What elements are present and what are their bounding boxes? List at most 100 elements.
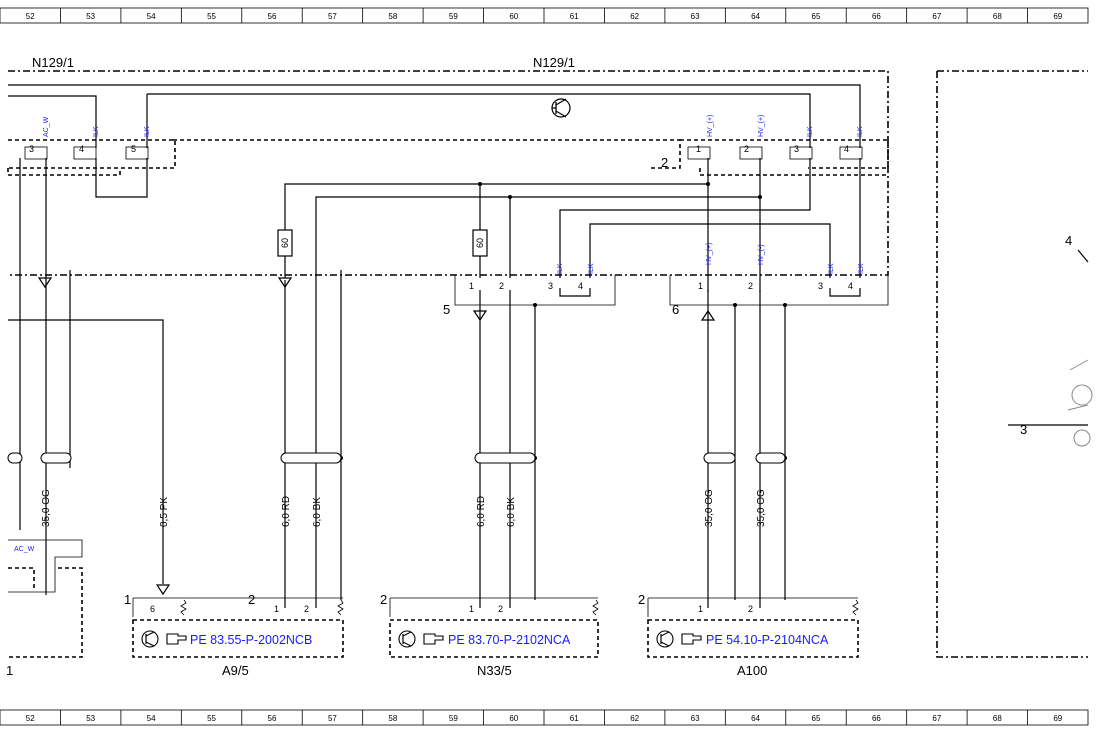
ruler-number: 69	[1053, 12, 1062, 21]
ruler-number: 54	[147, 12, 156, 21]
ruler-number: 69	[1053, 714, 1062, 723]
pin-label: 5	[131, 144, 136, 154]
reference-link-a9-5[interactable]: PE 83.55-P-2002NCB	[190, 633, 312, 647]
pin-label: 1	[698, 604, 703, 614]
fuse-2	[472, 229, 488, 257]
wire-label: 6,0 BK	[312, 497, 323, 527]
component-a100[interactable]	[647, 597, 859, 658]
ruler-number: 64	[751, 714, 760, 723]
ruler-number: 61	[570, 714, 579, 723]
ruler-number: 58	[388, 12, 397, 21]
ruler-number: 53	[86, 12, 95, 21]
pin-label: 1	[698, 281, 703, 291]
signal-label: ILK	[588, 263, 595, 274]
fuse-value: 60	[280, 238, 290, 248]
component-label-n33-5: N33/5	[477, 663, 512, 678]
wire-label: 35,0 OG	[41, 489, 52, 527]
ruler-number: 64	[751, 12, 760, 21]
signal-label: HV_(-)	[758, 244, 765, 265]
ruler-number: 61	[570, 12, 579, 21]
signal-label: ILK	[857, 126, 864, 137]
left-edge-number: 1	[6, 663, 13, 678]
ruler-number: 55	[207, 12, 216, 21]
pin-label: 3	[29, 144, 34, 154]
connector-label: 2	[638, 592, 645, 607]
ruler-number: 59	[449, 714, 458, 723]
pointing-hand-icon	[681, 633, 702, 645]
pointing-hand-icon	[423, 633, 444, 645]
ruler-number: 52	[26, 12, 35, 21]
pin-label: 2	[744, 144, 749, 154]
ruler-number: 57	[328, 714, 337, 723]
ruler-number: 59	[449, 12, 458, 21]
transistor-icon	[398, 630, 416, 648]
pin-label: 2	[499, 281, 504, 291]
transistor-icon	[551, 98, 571, 118]
pin-label: 1	[274, 604, 279, 614]
ruler-number: 67	[932, 12, 941, 21]
ruler-number: 56	[268, 12, 277, 21]
wire-label: 35,0 OG	[704, 489, 715, 527]
text-layer: N129/1 N129/1 A9/5 N33/5 A100 1 2 5 6 1 …	[6, 55, 1072, 678]
left-lower-component	[8, 539, 83, 658]
signal-label: ILK	[858, 263, 865, 274]
lower-wiring	[8, 270, 787, 608]
component-label-n129-left: N129/1	[32, 55, 74, 70]
fuse-1	[277, 229, 293, 257]
connector-label: 4	[1065, 233, 1072, 248]
wire-label: 6,0 RD	[476, 496, 487, 527]
signal-label: ILK	[828, 263, 835, 274]
ruler-number: 62	[630, 12, 639, 21]
ruler-number: 68	[993, 714, 1002, 723]
connector-label: 5	[443, 302, 450, 317]
connector-6	[669, 275, 889, 306]
ruler-number: 62	[630, 714, 639, 723]
wire-label: 35,0 OG	[756, 489, 767, 527]
ruler-number: 63	[691, 714, 700, 723]
reference-link-n33-5[interactable]: PE 83.70-P-2102NCA	[448, 633, 571, 647]
pin-label: 1	[696, 144, 701, 154]
pin-label: 4	[848, 281, 853, 291]
right-partial-component	[1008, 249, 1093, 447]
pin-label: 4	[844, 144, 849, 154]
ground-markers	[37, 277, 716, 596]
ruler-number: 54	[147, 714, 156, 723]
pointing-hand-icon	[166, 633, 187, 645]
pin-label: 3	[818, 281, 823, 291]
pin-label: 1	[469, 604, 474, 614]
pin-label: 4	[79, 144, 84, 154]
component-a9-5[interactable]	[132, 597, 344, 658]
reference-link-a100[interactable]: PE 54.10-P-2104NCA	[706, 633, 829, 647]
ruler-number: 68	[993, 12, 1002, 21]
signal-label: AC_W	[14, 546, 35, 553]
signal-label: HV_(+)	[707, 115, 714, 137]
connector-label: 3	[1020, 422, 1027, 437]
cable-sleeves	[7, 452, 786, 464]
connector-label: 2	[248, 592, 255, 607]
connector-label: 6	[672, 302, 679, 317]
ruler-number: 58	[388, 714, 397, 723]
pin-label: 3	[548, 281, 553, 291]
signal-label: HV_(+)	[758, 115, 765, 137]
fuse-value: 60	[475, 238, 485, 248]
signal-label: ILK	[807, 126, 814, 137]
ruler-number: 66	[872, 714, 881, 723]
ruler-number: 55	[207, 714, 216, 723]
component-n33-5[interactable]	[389, 597, 599, 658]
connector-label: 2	[661, 155, 668, 170]
ruler-number: 65	[812, 12, 821, 21]
ruler-number: 60	[509, 12, 518, 21]
pin-label: 2	[748, 281, 753, 291]
signal-label: ILK	[144, 126, 151, 137]
ruler-number: 52	[26, 714, 35, 723]
ruler-number: 57	[328, 12, 337, 21]
wire-label: 6,0 BK	[506, 497, 517, 527]
connector-label: 2	[380, 592, 387, 607]
pin-label: 2	[748, 604, 753, 614]
connector-label: 1	[124, 592, 131, 607]
pin-label: 1	[469, 281, 474, 291]
n129-housing	[8, 70, 1088, 658]
signal-label: AC_W	[43, 116, 50, 137]
